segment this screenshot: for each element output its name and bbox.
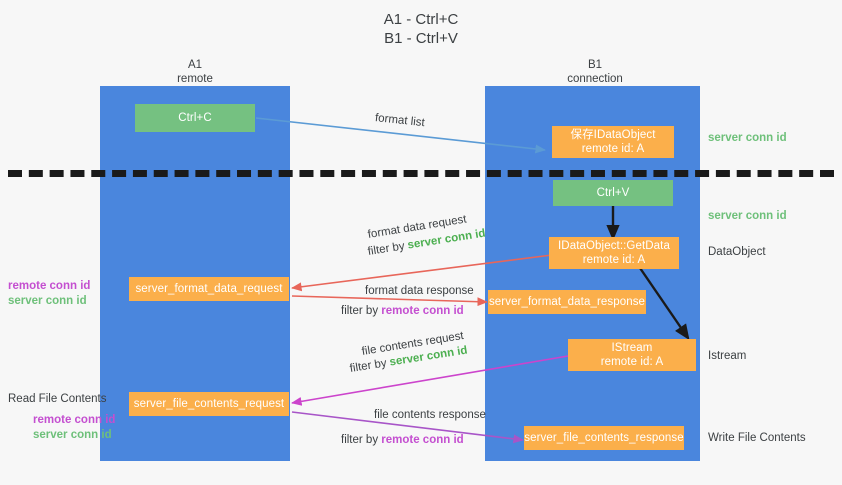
left-label-remote-conn-id-1: remote conn id xyxy=(8,280,91,292)
node-server-file-contents-request-label: server_file_contents_request xyxy=(133,398,285,410)
right-label-istream: Istream xyxy=(708,350,747,362)
filter-prefix: filter by xyxy=(366,239,409,258)
right-label-write-file-contents: Write File Contents xyxy=(708,432,806,444)
edge-label-file-contents-response-filter: filter by remote conn id xyxy=(341,433,464,448)
right-label-server-conn-id-2: server conn id xyxy=(708,210,787,222)
filter-prefix: filter by xyxy=(341,434,382,446)
edge-label-format-data-response: format data response xyxy=(365,285,474,297)
node-server-file-contents-response[interactable]: server_file_contents_response xyxy=(524,426,684,450)
node-server-file-contents-request[interactable]: server_file_contents_request xyxy=(129,392,289,416)
filter-value-remote-conn-id: remote conn id xyxy=(381,434,464,446)
node-ctrl-c-label: Ctrl+C xyxy=(178,112,212,124)
separator-dashed-line xyxy=(8,170,834,177)
left-label-remote-conn-id-2: remote conn id xyxy=(33,414,116,426)
node-server-file-contents-response-label: server_file_contents_response xyxy=(524,432,684,444)
node-server-format-data-response[interactable]: server_format_data_response xyxy=(488,290,646,314)
node-ctrl-c[interactable]: Ctrl+C xyxy=(135,104,255,132)
column-header-b1: B1 connection xyxy=(567,59,623,85)
filter-value-remote-conn-id: remote conn id xyxy=(381,305,464,317)
node-idataobject-getdata[interactable]: IDataObject::GetData remote id: A xyxy=(549,237,679,269)
left-label-read-file-contents: Read File Contents xyxy=(8,393,107,405)
edge-label-format-data-response-filter: filter by remote conn id xyxy=(341,304,464,319)
left-label-server-conn-id-2: server conn id xyxy=(33,429,112,441)
node-getdata-line2: remote id: A xyxy=(582,254,646,266)
node-server-format-data-response-label: server_format_data_response xyxy=(488,296,646,308)
node-istream[interactable]: IStream remote id: A xyxy=(568,339,696,371)
node-save-idataobject[interactable]: 保存IDataObject remote id: A xyxy=(552,126,674,158)
node-istream-line1: IStream xyxy=(611,342,653,354)
column-header-a1: A1 remote xyxy=(177,59,213,85)
node-istream-line2: remote id: A xyxy=(600,356,664,368)
filter-prefix: filter by xyxy=(341,305,382,317)
node-save-idataobject-line2: remote id: A xyxy=(581,143,645,155)
node-ctrl-v[interactable]: Ctrl+V xyxy=(553,180,673,206)
node-getdata-line1: IDataObject::GetData xyxy=(558,240,670,252)
right-label-dataobject: DataObject xyxy=(708,246,766,258)
left-label-server-conn-id-1: server conn id xyxy=(8,295,87,307)
node-server-format-data-request[interactable]: server_format_data_request xyxy=(129,277,289,301)
node-server-format-data-request-label: server_format_data_request xyxy=(135,283,283,295)
page-title: A1 - Ctrl+C B1 - Ctrl+V xyxy=(383,11,459,47)
filter-prefix: filter by xyxy=(348,356,391,375)
right-label-server-conn-id-1: server conn id xyxy=(708,132,787,144)
node-save-idataobject-line1: 保存IDataObject xyxy=(570,129,656,141)
edge-label-file-contents-response: file contents response xyxy=(374,409,486,421)
edge-label-format-list: format list xyxy=(374,112,426,130)
node-ctrl-v-label: Ctrl+V xyxy=(596,187,630,199)
